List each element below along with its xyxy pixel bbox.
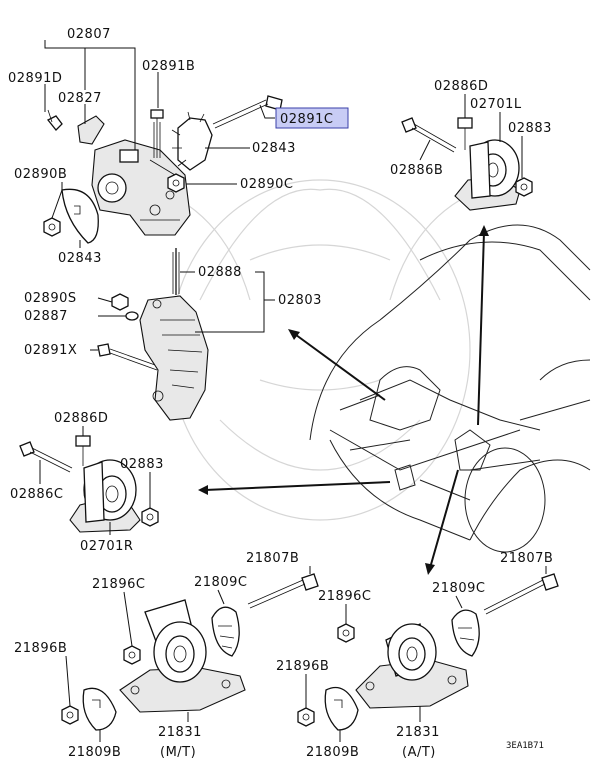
bolt-02891C[interactable] [212,95,283,129]
engine-mount-bracket-upper[interactable] [91,139,191,236]
label-21809C-right[interactable]: 21809C [432,581,485,596]
label-02843-upper[interactable]: 02843 [252,141,296,156]
label-21896B-left[interactable]: 21896B [14,641,67,656]
label-02891X[interactable]: 02891X [24,343,77,358]
bolt-02891D[interactable] [46,109,63,131]
label-02888[interactable]: 02888 [198,265,242,280]
nut-02883-top[interactable] [515,177,533,197]
stopper-21809B-right[interactable] [324,686,359,731]
bolt-02886D-top[interactable] [457,117,473,150]
stopper-21809C-left[interactable] [211,606,240,657]
transmission-mount-21831-AT[interactable] [355,623,469,709]
nut-02890B[interactable] [43,217,61,237]
bolt-02886B[interactable] [401,117,457,153]
stopper-21809B-left[interactable] [82,687,117,731]
part-labels: 02807 02891D 02827 02891B 02891C 02843 0… [8,27,553,760]
bolt-21807B-right[interactable] [483,573,559,615]
label-21896C-left[interactable]: 21896C [92,577,145,592]
label-21831-left[interactable]: 21831 [158,725,202,740]
bolt-21807B-left[interactable] [247,573,319,609]
label-02883-mid[interactable]: 02883 [120,457,164,472]
label-02886D-mid[interactable]: 02886D [54,411,108,426]
leader-lines [39,40,547,742]
label-02803[interactable]: 02803 [278,293,322,308]
nut-21896B-left[interactable] [61,705,79,725]
label-21896C-right[interactable]: 21896C [318,589,371,604]
label-02887[interactable]: 02887 [24,309,68,324]
label-02891C[interactable]: 02891C [280,112,333,127]
stopper-02843-upper[interactable] [171,111,213,171]
label-02890S[interactable]: 02890S [24,291,77,306]
label-21807B-right[interactable]: 21807B [500,551,553,566]
car-body-outline [309,224,591,553]
highlight-box [275,107,349,129]
label-02843-lower[interactable]: 02843 [58,251,102,266]
engine-mount-02701L[interactable] [454,139,521,211]
bolt-02891B[interactable] [150,109,164,158]
washer-02887[interactable] [125,311,139,321]
label-02890B[interactable]: 02890B [14,167,67,182]
label-02890C[interactable]: 02890C [240,177,293,192]
label-21896B-right[interactable]: 21896B [276,659,329,674]
label-02701R[interactable]: 02701R [80,539,133,554]
label-21807B-left[interactable]: 21807B [246,551,299,566]
label-02807[interactable]: 02807 [67,27,111,42]
label-02701L[interactable]: 02701L [470,97,522,112]
label-mt: (M/T) [160,745,196,760]
assembly-arrows [198,225,489,575]
label-21809C-left[interactable]: 21809C [194,575,247,590]
stopper-02843-lower[interactable] [61,188,99,244]
nut-21896C-left[interactable] [123,645,141,665]
label-02891B[interactable]: 02891B [142,59,195,74]
bracket-02827[interactable] [77,115,105,145]
nut-21896B-right[interactable] [297,707,315,727]
stud-02888[interactable] [172,248,180,295]
label-02891D[interactable]: 02891D [8,71,62,86]
nut-21896C-right[interactable] [337,623,355,643]
bolt-02886D-mid[interactable] [75,435,91,466]
watermark-emblem [169,179,471,521]
label-02886B[interactable]: 02886B [390,163,443,178]
label-02886C[interactable]: 02886C [10,487,63,502]
label-02827[interactable]: 02827 [58,91,102,106]
label-21809B-left[interactable]: 21809B [68,745,121,760]
stopper-21809C-right[interactable] [451,609,480,657]
label-02883-top[interactable]: 02883 [508,121,552,136]
label-21831-right[interactable]: 21831 [396,725,440,740]
engine-mount-02701R[interactable] [69,459,141,533]
nut-02890S[interactable] [111,293,129,311]
nut-02890C[interactable] [167,173,185,193]
nut-02883-mid[interactable] [141,507,159,527]
label-at: (A/T) [402,745,436,760]
figure-code: 3EA1B71 [506,741,544,751]
bolt-02886C[interactable] [19,441,73,473]
label-02886D-top[interactable]: 02886D [434,79,488,94]
bolt-02891X[interactable] [97,343,159,371]
label-21809B-right[interactable]: 21809B [306,745,359,760]
transmission-mount-21831-MT[interactable] [119,599,246,713]
engine-mount-bracket-02803[interactable] [139,295,209,421]
